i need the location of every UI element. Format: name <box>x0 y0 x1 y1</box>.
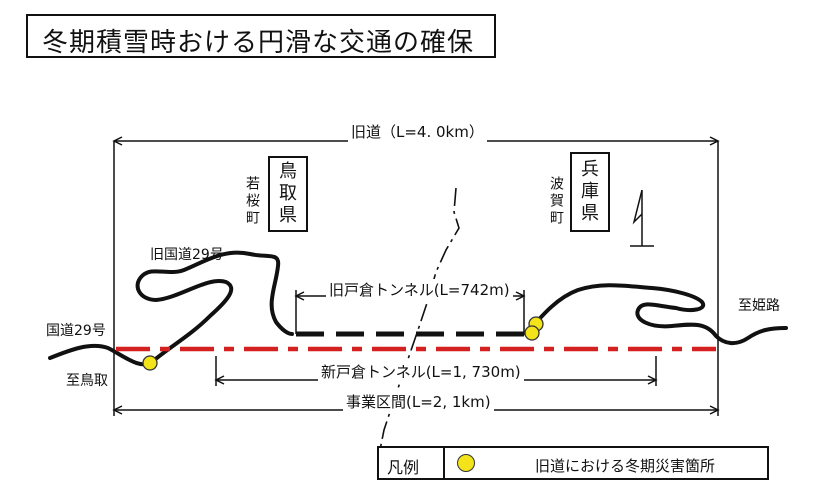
old-route29-label: 旧国道29号 <box>150 247 224 263</box>
disaster-marker <box>142 355 158 371</box>
old-road-label: 旧道（L=4. 0km） <box>348 121 487 142</box>
tottori-prefecture-box: 鳥 取 県 <box>268 156 308 232</box>
legend: 凡例 旧道における冬期災害箇所 <box>377 446 769 480</box>
hyogo-char-1: 兵 <box>581 159 599 180</box>
page-title: 冬期積雪時おける円滑な交通の確保 <box>42 28 475 58</box>
haga-town-label: 波賀町 <box>548 176 564 227</box>
to-tottori-label: 至鳥取 <box>66 373 108 389</box>
legend-marker-icon <box>457 454 475 472</box>
wakasa-town-label: 若桜町 <box>244 176 260 227</box>
hyogo-char-2: 庫 <box>581 181 599 202</box>
north-arrow-icon <box>630 189 654 247</box>
old-tunnel-label: 旧戸倉トンネル(L=742m) <box>326 279 513 300</box>
legend-key: 凡例 <box>387 458 420 477</box>
tottori-char-2: 取 <box>279 183 297 204</box>
to-himeji-label: 至姫路 <box>738 298 780 314</box>
legend-description: 旧道における冬期災害箇所 <box>535 457 716 475</box>
project-section-label: 事業区間(L=2, 1km) <box>343 391 494 412</box>
route29-label: 国道29号 <box>46 323 106 339</box>
legend-divider <box>443 448 445 478</box>
hyogo-prefecture-box: 兵 庫 県 <box>570 152 610 232</box>
disaster-marker <box>524 325 540 341</box>
tottori-char-1: 鳥 <box>279 161 297 182</box>
tottori-char-3: 県 <box>279 205 297 226</box>
prefecture-boundary <box>377 187 460 461</box>
new-tunnel-label: 新戸倉トンネル(L=1, 730m) <box>318 361 524 382</box>
hyogo-char-3: 県 <box>581 203 599 224</box>
old-road-east <box>524 283 788 345</box>
title-box: 冬期積雪時おける円滑な交通の確保 <box>26 14 496 58</box>
